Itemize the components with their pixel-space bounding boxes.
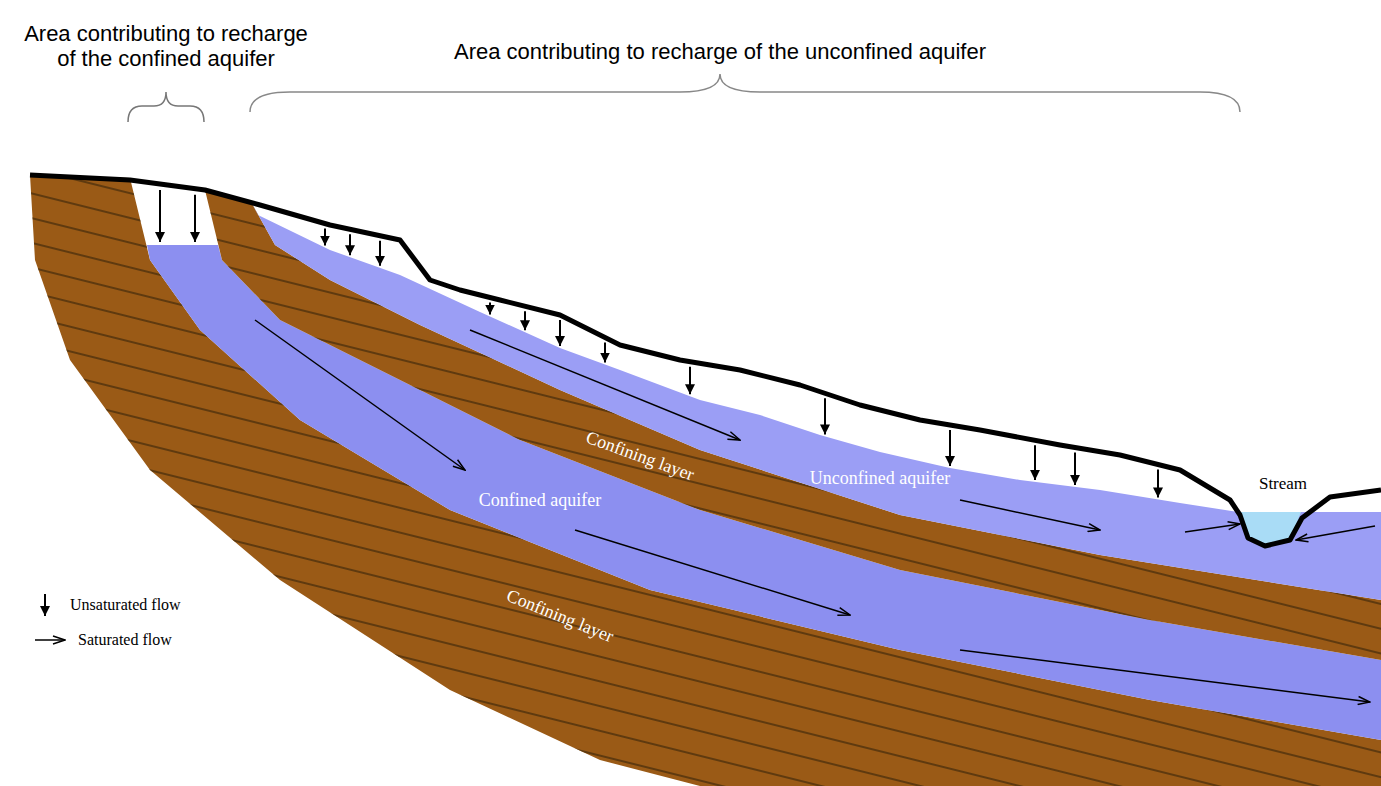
- unsaturated-flow-arrow: [559, 320, 561, 346]
- unconfined-aquifer: [250, 200, 1381, 600]
- layer-label: Unconfined aquifer: [810, 468, 950, 489]
- unsaturated-flow-arrow: [379, 241, 381, 266]
- saturated-flow-arrow: [960, 650, 1370, 702]
- area-note: Area contributing to recharge of the unc…: [454, 39, 986, 64]
- saturated-flow-arrow: [1185, 524, 1240, 532]
- unsaturated-flow-arrow: [689, 367, 691, 395]
- unsaturated-flow-arrow: [1074, 453, 1076, 485]
- unsaturated-flow-arrow: [524, 311, 526, 330]
- confining-layer: [205, 190, 1381, 660]
- unsaturated-flow-arrow: [604, 343, 606, 363]
- saturated-flow-arrow: [255, 320, 465, 470]
- unsaturated-flow-arrow: [159, 190, 161, 242]
- legend-arrow: [35, 639, 65, 641]
- unsaturated-flow-arrow: [1034, 445, 1036, 480]
- ground-surface: [30, 175, 1381, 546]
- unsaturated-flow-arrow: [194, 195, 196, 242]
- unsaturated-flow-arrow: [489, 303, 491, 315]
- saturated-flow-arrow: [470, 330, 740, 440]
- legend-arrow: [44, 594, 46, 616]
- saturated-flow-arrow: [575, 530, 850, 615]
- stream-label: Stream: [1259, 474, 1307, 494]
- saturated-flow-arrow: [960, 500, 1100, 530]
- unsaturated-flow-arrow: [824, 398, 826, 434]
- layer-label: Confined aquifer: [479, 490, 601, 511]
- saturated-flow-arrow: [1296, 526, 1375, 540]
- confining-layer-hatch: [205, 190, 1381, 660]
- bracket: [250, 74, 1240, 112]
- area-note: Area contributing to recharge of the con…: [21, 21, 311, 72]
- unsaturated-flow-arrow: [349, 234, 351, 255]
- legend-text: Saturated flow: [78, 631, 172, 649]
- bracket: [128, 92, 204, 122]
- unsaturated-flow-arrow: [1157, 470, 1159, 498]
- confining-layer: [30, 175, 1381, 786]
- legend-text: Unsaturated flow: [70, 596, 181, 614]
- unsaturated-flow-arrow: [324, 229, 326, 246]
- unsaturated-flow-arrow: [949, 430, 951, 466]
- confining-layer-hatch: [30, 175, 1381, 786]
